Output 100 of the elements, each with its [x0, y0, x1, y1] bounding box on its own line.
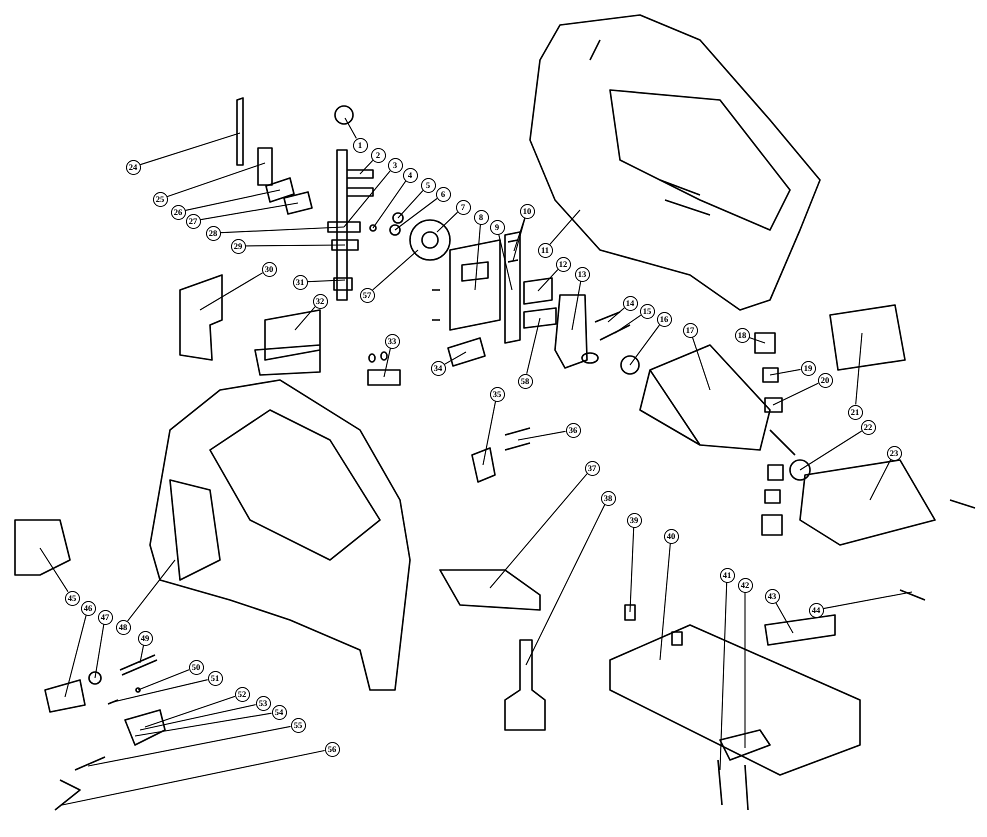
callout-number: 44 [808, 602, 824, 618]
leader-line [246, 244, 345, 246]
leader-line [855, 332, 863, 405]
callout-number: 41 [720, 568, 734, 582]
callout-number: 4 [402, 168, 418, 182]
leader-line [138, 669, 190, 691]
callout-number: 40 [664, 528, 678, 544]
callout-number: 52 [234, 686, 250, 702]
callout-number: 57 [360, 288, 374, 302]
leader-line [144, 696, 236, 728]
leader-line [383, 348, 391, 378]
callout-number: 49 [138, 630, 152, 646]
leader-line [344, 118, 357, 139]
callout-number: 21 [848, 404, 862, 420]
callout-number: 20 [818, 372, 832, 388]
callout-number: 54 [272, 704, 286, 720]
leader-line [770, 368, 801, 376]
callout-number: 18 [734, 328, 750, 342]
callout-number: 42 [738, 578, 752, 592]
callout-number: 29 [230, 238, 246, 254]
callout-number: 7 [456, 200, 470, 214]
leader-line [372, 250, 418, 290]
leader-line [526, 504, 606, 666]
leader-line [200, 202, 298, 220]
leader-line [372, 180, 406, 228]
leader-line [307, 279, 346, 282]
leader-line [823, 591, 912, 610]
leader-line [436, 212, 458, 232]
leader-line [800, 430, 862, 470]
leader-line [571, 281, 582, 330]
leader-line [498, 234, 513, 290]
leader-line [526, 318, 541, 374]
callout-number: 11 [538, 242, 552, 258]
leader-line [692, 336, 711, 390]
callout-number: 37 [584, 460, 600, 476]
callout-number: 50 [188, 660, 204, 674]
leader-line [112, 679, 208, 703]
callout-number: 26 [170, 204, 186, 220]
leader-line [139, 645, 144, 664]
callout-number: 36 [566, 422, 580, 438]
callout-number: 24 [126, 160, 140, 174]
leader-line [394, 198, 438, 230]
callout-number: 8 [474, 210, 488, 224]
leader-line [40, 548, 68, 592]
leader-line [474, 224, 481, 290]
leader-line [629, 527, 634, 612]
callout-number: 12 [556, 256, 570, 272]
callout-number: 13 [574, 266, 590, 282]
callout-number: 35 [490, 386, 504, 402]
callout-number: 3 [388, 158, 402, 172]
leader-line [88, 726, 291, 767]
callout-number: 55 [290, 718, 306, 732]
leader-line [344, 170, 391, 228]
leader-line [549, 210, 580, 245]
leader-line [608, 307, 625, 322]
callout-number: 22 [860, 420, 876, 434]
callout-number: 1 [352, 138, 368, 152]
leader-line [64, 615, 87, 698]
leader-line [719, 582, 728, 770]
callout-number: 45 [64, 590, 80, 606]
leader-line [490, 473, 588, 588]
callout-number: 6 [436, 186, 450, 202]
leader-line [127, 560, 176, 622]
leader-line [512, 218, 526, 262]
callout-number: 56 [324, 742, 340, 756]
callout-number: 5 [420, 178, 436, 192]
callout-number: 19 [800, 360, 816, 376]
leader-line [870, 459, 892, 500]
leader-line [360, 160, 374, 174]
leader-line [185, 189, 280, 211]
callout-number: 31 [292, 274, 308, 290]
callout-number: 27 [186, 214, 200, 228]
leader-line [513, 218, 526, 252]
callout-number: 32 [312, 294, 328, 308]
leader-line [62, 750, 325, 806]
leader-line [398, 190, 424, 218]
leader-line [166, 162, 266, 198]
callout-number: 23 [886, 446, 902, 460]
callout-number: 25 [152, 192, 168, 206]
callout-number: 9 [490, 220, 504, 234]
callout-number: 46 [80, 600, 96, 616]
callout-number: 10 [520, 204, 534, 218]
callout-number: 30 [262, 262, 276, 276]
leader-line [744, 592, 746, 748]
leader-line [659, 543, 671, 660]
callout-number: 33 [384, 334, 400, 348]
leader-line [482, 401, 496, 466]
callout-number: 16 [656, 312, 672, 326]
leader-line [614, 314, 642, 334]
leader-line [134, 712, 272, 737]
callout-number: 34 [430, 360, 446, 376]
callout-number: 47 [98, 610, 112, 624]
callout-number: 2 [370, 148, 386, 162]
leader-line [200, 272, 263, 310]
callout-number: 38 [600, 490, 616, 506]
callout-number: 53 [256, 696, 270, 710]
callout-number: 39 [626, 512, 642, 528]
callout-number: 17 [682, 322, 698, 338]
callout-number: 15 [640, 304, 654, 318]
leader-line [518, 430, 566, 441]
